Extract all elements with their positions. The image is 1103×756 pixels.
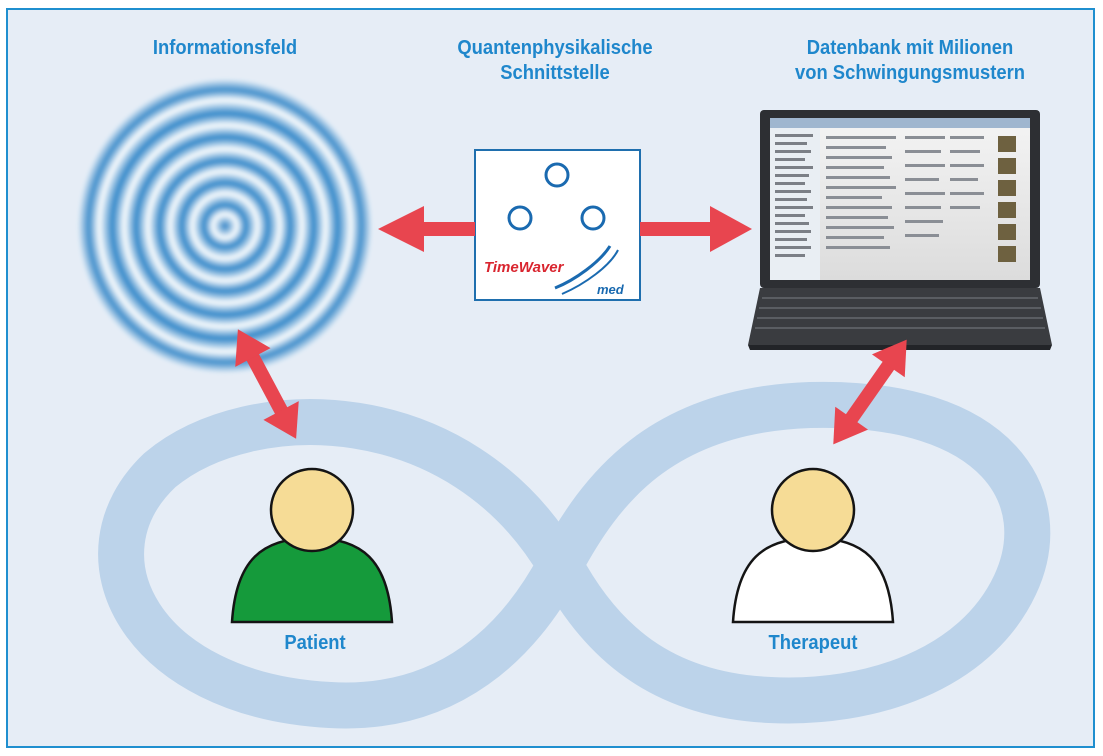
label-interface-line2: Schnittstelle: [500, 62, 610, 84]
arrows: [235, 206, 907, 445]
interface-logo-suffix: med: [597, 282, 625, 297]
therapist-person-icon: [731, 467, 895, 624]
information-field-ripple-icon: [77, 78, 373, 374]
label-therapeut: Therapeut: [768, 632, 858, 654]
interface-device-icon: TimeWaver med: [474, 149, 641, 301]
infinity-loop: [98, 381, 1051, 729]
label-patient: Patient: [284, 632, 346, 654]
label-informationsfeld: Informationsfeld: [152, 37, 298, 59]
label-interface: Quantenphysikalische Schnittstelle: [403, 36, 707, 86]
label-database: Datenbank mit Milionen von Schwingungsmu…: [754, 36, 1067, 86]
patient-person-icon: [230, 467, 394, 624]
arrow-interface-to-database: [640, 206, 752, 252]
interface-logo-text: TimeWaver: [484, 259, 565, 276]
laptop-icon: [748, 110, 1052, 350]
label-database-line2: von Schwingungsmustern: [794, 62, 1026, 84]
arrow-database-to-therapist: [833, 339, 907, 445]
label-database-line1: Datenbank mit Milionen: [806, 37, 1014, 59]
arrow-interface-to-field: [378, 206, 475, 252]
arrow-field-to-patient: [235, 329, 299, 439]
label-interface-line1: Quantenphysikalische: [457, 37, 653, 59]
